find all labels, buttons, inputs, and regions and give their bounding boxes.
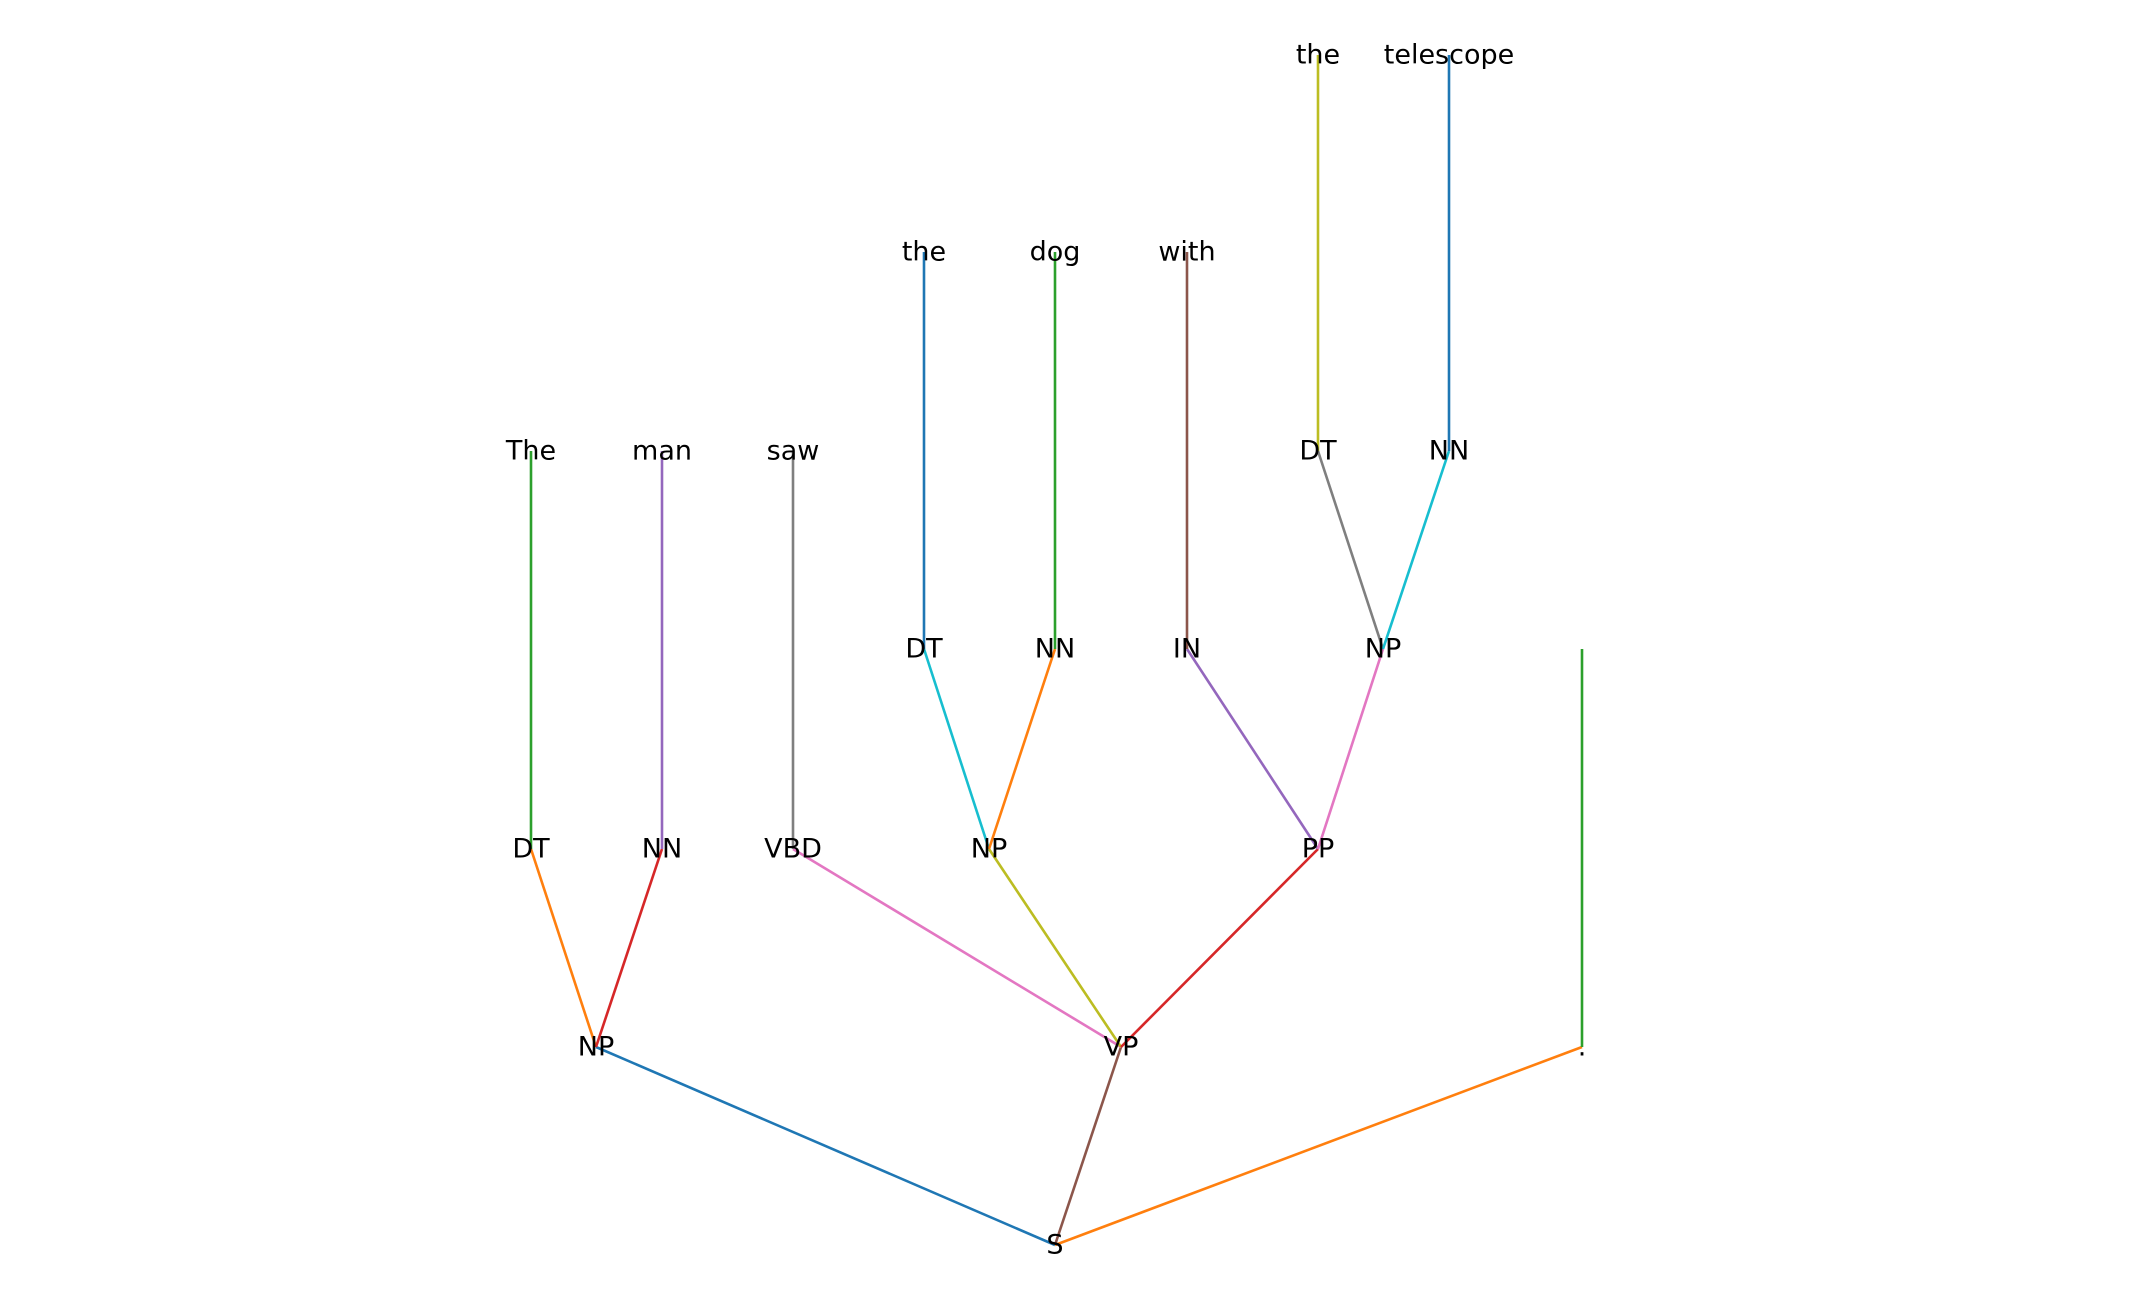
tree-edge-n7-n13 [987,648,1057,850]
tree-node-n21: the [1296,40,1340,71]
tree-node-n14: IN [1173,634,1201,665]
tree-node-n19: DT [1299,436,1337,467]
tree-edge-n0-n2 [1053,1046,1123,1246]
tree-node-n9: The [505,436,556,467]
tree-edge-n15-n19 [1316,450,1385,650]
tree-edge-n1-n5 [594,848,664,1048]
tree-edge-n0-n1 [595,1045,1056,1247]
tree-node-n1: NP [578,1032,614,1063]
tree-node-n20: NN [1429,436,1469,467]
tree-edges [529,55,1584,1247]
tree-edge-n2-n8 [1120,848,1319,1048]
tree-node-n6: VBD [764,834,822,865]
tree-edge-n0-n3 [1054,1045,1583,1247]
tree-edge-n1-n4 [529,848,598,1048]
tree-node-n2: VP [1104,1032,1139,1063]
tree-node-n13: NN [1035,634,1075,665]
tree-node-n0: S [1046,1230,1063,1261]
tree-node-n7: NP [971,834,1007,865]
tree-node-n3: . [1578,1032,1587,1063]
tree-node-n16: the [902,237,946,268]
tree-edge-n15-n20 [1381,450,1451,650]
tree-edge-n2-n6 [792,847,1122,1049]
tree-edge-n8-n14 [1185,648,1320,850]
tree-node-n4: DT [512,834,550,865]
tree-node-n15: NP [1365,634,1401,665]
tree-node-n8: PP [1302,834,1335,865]
tree-edge-n7-n12 [922,648,991,850]
tree-node-n17: dog [1030,237,1081,268]
tree-node-n18: with [1158,237,1215,268]
tree-edge-n2-n7 [987,848,1123,1048]
tree-edge-n8-n15 [1316,648,1385,850]
tree-node-n10: man [632,436,692,467]
tree-node-n5: NN [642,834,682,865]
tree-node-n11: saw [767,436,820,467]
tree-node-n22: telescope [1384,40,1515,71]
tree-node-n12: DT [905,634,943,665]
